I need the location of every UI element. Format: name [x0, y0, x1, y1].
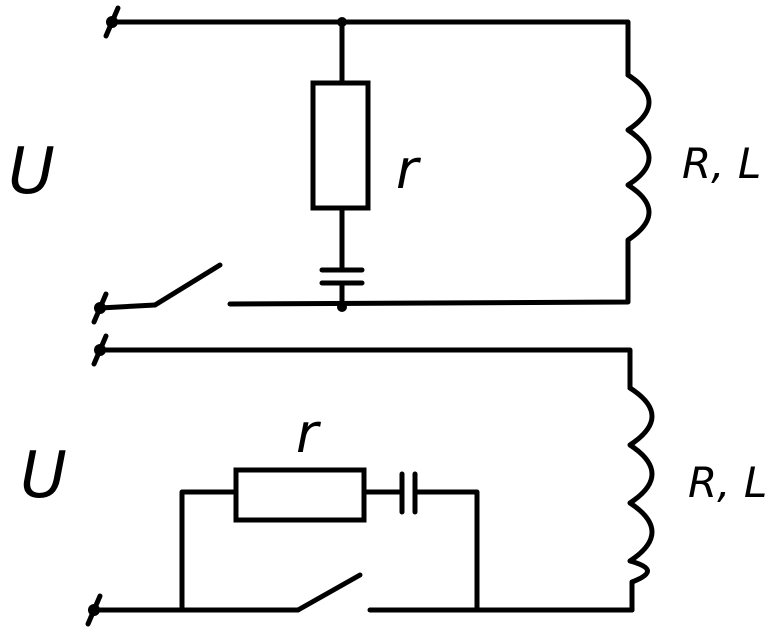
top-wire-lower	[227, 297, 631, 307]
branch-wire	[179, 489, 239, 613]
resistor-r	[233, 467, 367, 523]
circuit-bottom: U r R, L	[20, 333, 767, 627]
bottom-wire-upper	[97, 347, 633, 391]
branch-wire	[412, 489, 480, 613]
switch-blade	[295, 572, 363, 613]
resistor-label: r	[296, 402, 321, 465]
coil-rl	[627, 385, 655, 613]
circuit-top: U r R, L	[8, 5, 761, 325]
source-label: U	[8, 135, 55, 209]
coil-label: R, L	[688, 458, 767, 507]
coil-label: R, L	[682, 139, 761, 188]
lower-feed-wire	[97, 302, 158, 311]
source-label: U	[20, 439, 67, 513]
top-wire-upper	[109, 19, 631, 78]
switch-blade	[152, 262, 223, 308]
resistor-label: r	[396, 138, 421, 201]
coil-rl	[625, 72, 652, 303]
resistor-r	[310, 80, 371, 211]
